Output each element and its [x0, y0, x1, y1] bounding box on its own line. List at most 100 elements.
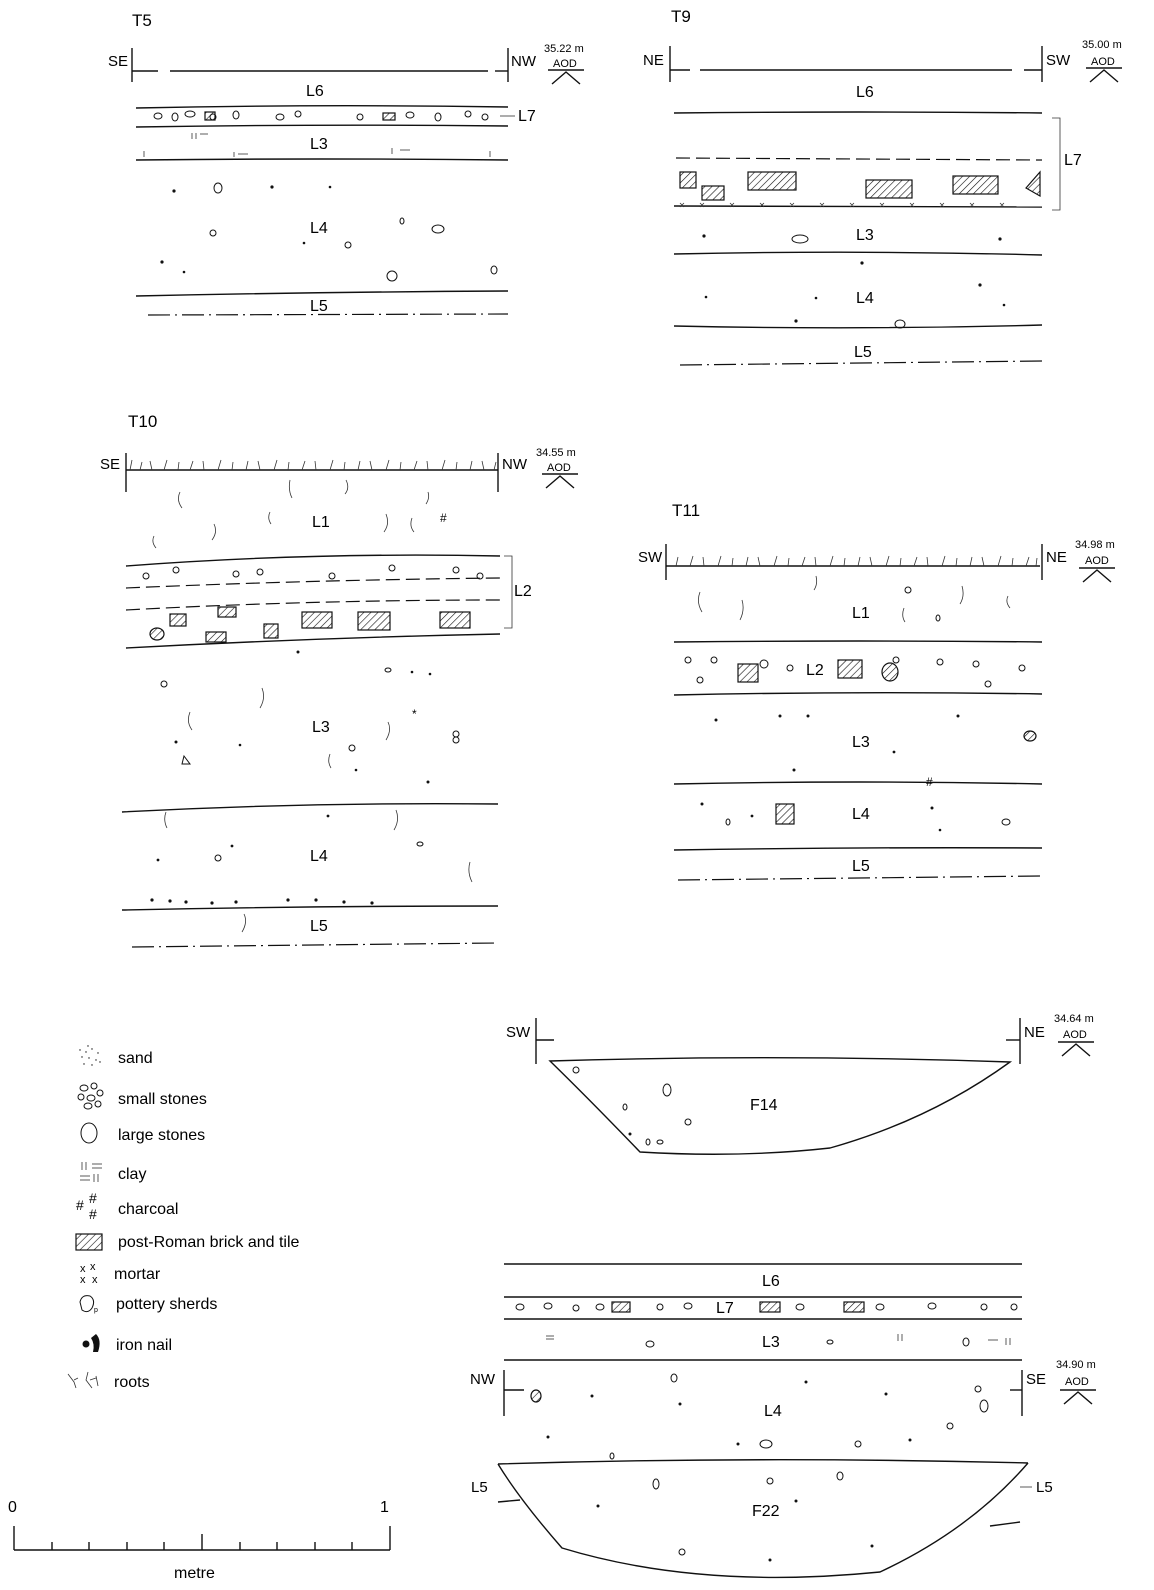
orientation-left: L5: [471, 1479, 488, 1496]
layer-label: L7: [716, 1300, 734, 1317]
sand-icon: [79, 1045, 101, 1066]
elevation-value: 35.22 m: [544, 43, 584, 55]
feature-label: F14: [750, 1097, 778, 1114]
legend-label: large stones: [118, 1127, 205, 1144]
datum-marker-icon: [541, 473, 579, 489]
datum-label: AOD: [1063, 1029, 1087, 1041]
svg-text:#: #: [440, 511, 447, 525]
orientation-left: SW: [638, 549, 663, 566]
orientation-right: SW: [1046, 52, 1071, 69]
svg-text:x: x: [92, 1274, 98, 1286]
legend-label: mortar: [114, 1266, 161, 1283]
svg-text:#: #: [926, 775, 933, 789]
layer-label: L2: [806, 662, 824, 679]
datum-label: AOD: [1091, 56, 1115, 68]
layer-label: L3: [312, 719, 330, 736]
datum-marker-icon: [547, 69, 585, 85]
section-t10: T10 SE NW 34.55 m AOD L1 # L2 L3: [100, 412, 579, 948]
orientation-right: SE: [1026, 1371, 1046, 1388]
orientation-right: L5: [1036, 1479, 1053, 1496]
legend-label: clay: [118, 1166, 146, 1183]
layer-label: L7: [1064, 152, 1082, 169]
pottery-icon: p: [79, 1295, 98, 1314]
scale-unit-label: metre: [174, 1565, 215, 1582]
charcoal-icon: # # #: [76, 1190, 97, 1222]
clay-icon: [80, 1162, 102, 1182]
elevation-value: 34.64 m: [1054, 1013, 1094, 1025]
legend: sand small stones large stones clay # # …: [67, 1045, 300, 1391]
orientation-right: NW: [502, 456, 528, 473]
legend-label: post-Roman brick and tile: [118, 1234, 300, 1251]
iron-nail-icon: [82, 1334, 100, 1352]
elevation-value: 34.55 m: [536, 447, 576, 459]
layer-label: L4: [764, 1403, 782, 1420]
layer-label: L1: [852, 605, 870, 622]
large-stones-icon: [80, 1122, 98, 1144]
orientation-right: NE: [1046, 549, 1067, 566]
section-t9: T9 NE SW 35.00 m AOD L6 L7 L3 L4 L5: [643, 7, 1123, 366]
elevation-value: 34.98 m: [1075, 539, 1115, 551]
layer-label: L3: [852, 734, 870, 751]
orientation-left: NE: [643, 52, 664, 69]
svg-text:x: x: [80, 1274, 86, 1286]
elevation-value: 34.90 m: [1056, 1359, 1096, 1371]
section-title: T5: [132, 11, 152, 30]
layer-label: L6: [762, 1273, 780, 1290]
svg-text:#: #: [89, 1190, 97, 1206]
layer-label: L3: [856, 227, 874, 244]
brick-tile-icon: [75, 1233, 103, 1251]
svg-text:x: x: [80, 1263, 86, 1275]
layer-label: L7: [518, 108, 536, 125]
datum-label: AOD: [1085, 555, 1109, 567]
orientation-left: SW: [506, 1024, 531, 1041]
layer-label: L5: [854, 344, 872, 361]
section-f14: SW NE 34.64 m AOD F14: [506, 1013, 1095, 1155]
layer-label: L5: [852, 858, 870, 875]
section-t11: T11 SW NE 34.98 m AOD L1 L2 L3: [638, 501, 1116, 881]
orientation-right: NE: [1024, 1024, 1045, 1041]
legend-label: iron nail: [116, 1337, 172, 1354]
orientation-left: SE: [108, 53, 128, 70]
layer-label: L1: [312, 514, 330, 531]
datum-marker-icon: [1057, 1041, 1095, 1057]
orientation-left: SE: [100, 456, 120, 473]
datum-marker-icon: [1085, 67, 1123, 83]
layer-label: L4: [310, 848, 328, 865]
svg-text:#: #: [76, 1197, 84, 1213]
svg-text:#: #: [89, 1206, 97, 1222]
datum-label: AOD: [553, 58, 577, 70]
layer-label: L5: [310, 298, 328, 315]
mortar-icon: x x x x: [80, 1261, 98, 1286]
layer-label: L3: [310, 136, 328, 153]
legend-label: sand: [118, 1050, 153, 1067]
layer-label: L4: [852, 806, 870, 823]
feature-label: F22: [752, 1503, 780, 1520]
section-title: T11: [672, 501, 700, 520]
svg-text:*: *: [412, 707, 417, 721]
roots-icon: [67, 1371, 99, 1389]
svg-text:x: x: [90, 1261, 96, 1273]
small-stones-icon: [77, 1082, 104, 1110]
legend-label: pottery sherds: [116, 1296, 217, 1313]
orientation-left: NW: [470, 1371, 496, 1388]
legend-label: roots: [114, 1374, 150, 1391]
orientation-right: NW: [511, 53, 537, 70]
layer-label: L6: [856, 84, 874, 101]
datum-label: AOD: [1065, 1376, 1089, 1388]
layer-label: L6: [306, 83, 324, 100]
section-t5: T5 SE NW 35.22 m AOD L6 L7 L3: [108, 11, 585, 316]
datum-marker-icon: [1059, 1389, 1097, 1405]
layer-label: L2: [514, 583, 532, 600]
legend-label: small stones: [118, 1091, 207, 1108]
section-f22: L6 L7 L3 NW SE 3: [470, 1263, 1097, 1579]
section-title: T10: [128, 412, 157, 431]
legend-label: charcoal: [118, 1201, 178, 1218]
layer-label: L3: [762, 1334, 780, 1351]
layer-label: L4: [310, 220, 328, 237]
section-title: T9: [671, 7, 691, 26]
datum-label: AOD: [547, 462, 571, 474]
datum-marker-icon: [1078, 567, 1116, 583]
layer-label: L5: [310, 918, 328, 935]
scale-end-label: 1: [380, 1499, 389, 1516]
